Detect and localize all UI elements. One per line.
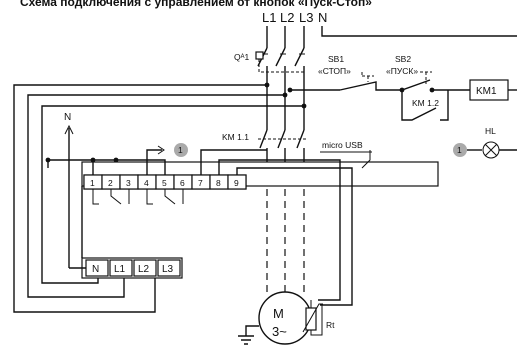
thermistor-slash — [302, 303, 323, 333]
wire-terminal-7 — [200, 149, 267, 175]
power-terminal-n: N — [92, 264, 99, 275]
motor-letter: M — [273, 306, 284, 321]
breaker-contacts — [257, 47, 305, 67]
wire-to-marker — [146, 149, 162, 175]
sb1-label: «СТОП» — [318, 66, 351, 76]
neutral-arrow — [64, 124, 74, 135]
phase-feeders — [266, 26, 305, 48]
wire-to-terminal-5 — [48, 159, 166, 175]
lamp-marker — [453, 143, 467, 157]
main-contactor-label: KM 1.1 — [222, 132, 249, 142]
sb2-label: «ПУСК» — [386, 66, 418, 76]
power-terminal-cells — [85, 259, 181, 277]
phase-to-contactor — [266, 66, 305, 130]
ground-wire — [245, 325, 259, 336]
power-terminal-l3: L3 — [162, 264, 174, 275]
marker-1 — [174, 143, 188, 157]
phase-label-l3: L3 — [299, 10, 313, 25]
ground-icon — [238, 335, 254, 345]
marker-arrow — [157, 145, 165, 155]
terminal-7: 7 — [198, 178, 203, 188]
motor-phases: 3~ — [272, 324, 287, 339]
relay-contact-2 — [146, 189, 184, 205]
thermistor-leads — [310, 300, 323, 336]
wire-l3-loop — [13, 84, 267, 313]
relay-terminal-cells — [83, 174, 247, 190]
sb2-actuator — [420, 71, 432, 84]
terminal-3: 3 — [126, 178, 131, 188]
lamp-marker-num: 1 — [457, 145, 462, 155]
terminal-1: 1 — [90, 178, 95, 188]
phase-label-n: N — [318, 10, 327, 25]
sb1-name: SB1 — [328, 54, 344, 64]
coil-label: KM1 — [476, 86, 497, 97]
lamp-label: HL — [485, 126, 496, 136]
wire-l1-loop — [41, 105, 304, 284]
usb-label: micro USB — [322, 140, 363, 150]
hold-contact-label: KM 1.2 — [412, 98, 439, 108]
wire-terminal-9 — [236, 167, 353, 306]
junction-sb2-right — [429, 87, 435, 93]
junction-t1 — [90, 157, 96, 163]
power-terminal-l1: L1 — [114, 264, 126, 275]
usb-pointer — [361, 150, 371, 169]
terminal-5: 5 — [162, 178, 167, 188]
thermistor-label: Rt — [326, 320, 335, 330]
wire-l2-loop — [27, 94, 285, 298]
main-contacts — [259, 129, 305, 149]
marker-1-num: 1 — [178, 145, 183, 155]
terminal-9: 9 — [234, 178, 239, 188]
neutral-label: N — [64, 112, 71, 123]
sb1-contact — [339, 81, 392, 91]
junction-t2 — [113, 157, 119, 163]
lamp-cross — [484, 143, 498, 157]
neutral-bus-top — [321, 26, 517, 37]
hold-contact — [401, 90, 449, 121]
power-terminal-l2: L2 — [138, 264, 150, 275]
phase-label-l2: L2 — [280, 10, 294, 25]
sb1-actuator — [361, 72, 374, 82]
phase-label-l1: L1 — [262, 10, 276, 25]
wire-terminal-8 — [218, 159, 341, 301]
motor-cables — [266, 165, 305, 292]
diagram-title: Схема подключения с управлением от кнопо… — [20, 0, 372, 9]
breaker-linkage — [258, 59, 304, 73]
terminal-4: 4 — [144, 178, 149, 188]
terminal-8: 8 — [216, 178, 221, 188]
breaker-trip-box — [255, 51, 264, 60]
breaker-label: Qᴬ1 — [234, 52, 249, 62]
relay-contact-1 — [92, 189, 130, 205]
terminal-6: 6 — [180, 178, 185, 188]
sb2-name: SB2 — [395, 54, 411, 64]
terminal-2: 2 — [108, 178, 113, 188]
